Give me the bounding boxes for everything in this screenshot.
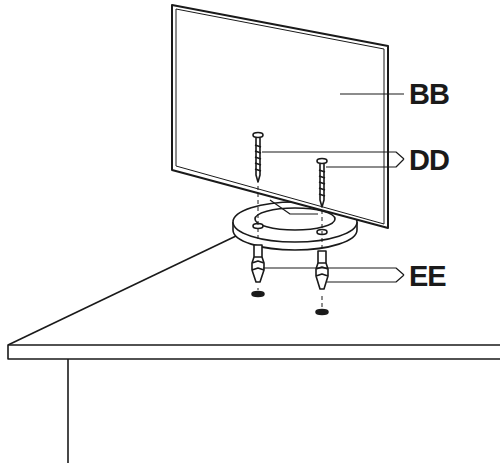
wall-anchor [316,251,328,289]
screw [317,159,327,208]
leader-line [263,268,404,282]
table-edge [8,236,236,345]
leader-line [340,93,404,94]
stand-neck [270,200,318,214]
drill-hole [252,292,264,297]
tv-panel [172,5,388,228]
guide-line [258,186,322,308]
part-label: BB [409,80,449,109]
leader-line [262,152,404,167]
wall-anchor [252,245,264,282]
drill-hole [316,310,328,315]
part-label: EE [409,262,446,291]
table-top [8,345,500,359]
part-label: DD [409,146,449,175]
screw [253,133,263,183]
table-leg [67,359,69,463]
tv-screen [176,9,384,224]
